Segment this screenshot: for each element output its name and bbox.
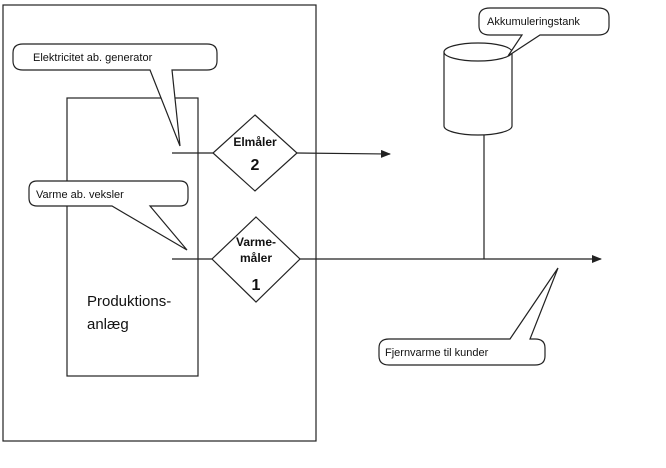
callout-generator: Elektricitet ab. generator	[12, 43, 218, 147]
heat-meter-name-line2: måler	[240, 251, 272, 265]
electric-meter-name: Elmåler	[233, 135, 277, 149]
callout-generator-text: Elektricitet ab. generator	[33, 52, 153, 64]
electric-meter-number: 2	[251, 157, 260, 174]
callout-exchanger-text: Varme ab. veksler	[36, 189, 124, 201]
heat-meter-number: 1	[252, 277, 261, 294]
production-plant-label-line1: Produktions-	[87, 293, 171, 310]
outer-boundary	[2, 4, 317, 442]
callout-district-heating: Fjernvarme til kunder	[378, 267, 559, 366]
heat-meter-name-line1: Varme-	[236, 235, 276, 249]
callout-tank-text: Akkumuleringstank	[487, 16, 580, 28]
electric-meter-diamond	[212, 114, 298, 192]
callout-exchanger: Varme ab. veksler	[28, 180, 189, 251]
callout-tank: Akkumuleringstank	[478, 7, 610, 57]
heat-meter-diamond	[211, 216, 301, 303]
production-plant-box	[66, 97, 199, 377]
production-plant-label-line2: anlæg	[87, 316, 129, 333]
accumulation-tank	[443, 42, 513, 136]
electricity-line-out	[296, 149, 391, 158]
callout-district-heating-text: Fjernvarme til kunder	[385, 347, 489, 359]
